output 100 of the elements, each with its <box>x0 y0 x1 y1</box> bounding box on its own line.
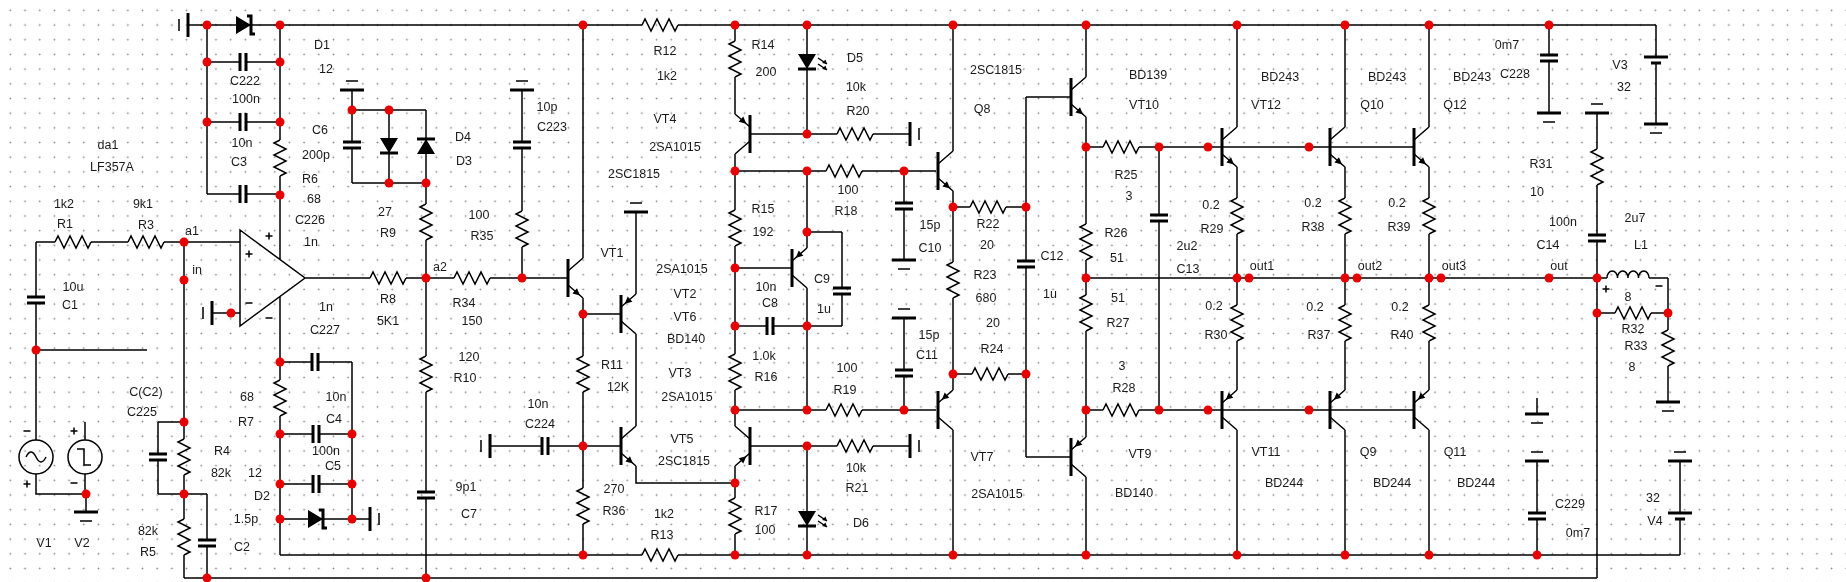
component-label: C12 <box>1040 249 1064 263</box>
component-label: 100 <box>468 208 490 222</box>
component-label: R7 <box>238 415 254 429</box>
component-label: R1 <box>57 217 73 231</box>
component-label: R19 <box>833 383 857 397</box>
component-label: in <box>192 263 202 277</box>
component-label: 2SA1015 <box>661 390 713 404</box>
component-label: VT4 <box>653 112 677 126</box>
component-label: 68 <box>307 192 321 206</box>
component-label: R4 <box>214 444 230 458</box>
component-label: 10n <box>755 280 777 294</box>
component-label: V2 <box>74 536 90 550</box>
component-label: R40 <box>1390 328 1414 342</box>
component-label: out2 <box>1357 259 1383 273</box>
component-label: R6 <box>302 172 318 186</box>
component-label: R29 <box>1200 222 1224 236</box>
component-label: 100 <box>836 361 858 375</box>
component-label: 100n <box>312 444 340 458</box>
component-label: Q11 <box>1443 445 1467 459</box>
component-label: R25 <box>1114 168 1138 182</box>
component-label: 2SC1815 <box>607 167 661 181</box>
component-label: 150 <box>461 314 483 328</box>
component-label: LF357A <box>90 160 134 174</box>
component-label: C2 <box>234 540 250 554</box>
component-label: C10 <box>918 241 942 255</box>
component-label: R34 <box>452 296 476 310</box>
component-label: 10k <box>845 80 867 94</box>
component-label: C228 <box>1500 67 1530 81</box>
component-label: VT6 <box>673 310 697 324</box>
component-label: C9 <box>814 272 830 286</box>
component-label: C14 <box>1536 238 1560 252</box>
component-label: R30 <box>1204 328 1228 342</box>
component-label: R22 <box>976 217 1000 231</box>
component-label: VT1 <box>600 246 624 260</box>
component-label: R15 <box>751 202 775 216</box>
component-label: D1 <box>314 38 330 52</box>
component-label: C3 <box>231 155 247 169</box>
component-label: Q12 <box>1443 98 1467 112</box>
component-label: R11 <box>601 358 623 372</box>
component-label: 68 <box>240 390 254 404</box>
component-label: Q10 <box>1360 98 1384 112</box>
component-label: BD244 <box>1456 476 1496 490</box>
component-label: 100n <box>232 92 260 106</box>
component-label: C6 <box>312 123 328 137</box>
component-label: a1 <box>185 224 199 238</box>
component-label: 100n <box>1549 215 1577 229</box>
component-label: 0.2 <box>1202 198 1220 212</box>
component-label: 192 <box>752 225 774 239</box>
component-label: C4 <box>326 412 342 426</box>
component-label: R32 <box>1621 322 1645 336</box>
component-label: Q8 <box>973 102 991 116</box>
component-label: R38 <box>1301 220 1325 234</box>
component-label: 0m7 <box>1565 526 1591 540</box>
component-label: C222 <box>230 74 260 88</box>
component-label: C225 <box>127 405 157 419</box>
component-label: C224 <box>525 417 555 431</box>
component-label: 1u <box>1043 287 1057 301</box>
component-label: R9 <box>380 226 396 240</box>
component-label: C13 <box>1176 262 1200 276</box>
component-label: R36 <box>602 504 626 518</box>
component-label: BD140 <box>666 332 706 346</box>
component-label: 15p <box>919 218 941 232</box>
component-label: L1 <box>1634 238 1648 252</box>
component-label: 0.2 <box>1391 300 1409 314</box>
component-label: 1k2 <box>656 69 678 83</box>
component-label: 51 <box>1111 291 1125 305</box>
component-label: R5 <box>140 545 156 559</box>
component-label: R21 <box>845 481 869 495</box>
component-label: VT9 <box>1128 447 1152 461</box>
component-label: D6 <box>853 516 869 530</box>
component-label: 5K1 <box>376 314 400 328</box>
component-label: C5 <box>325 459 341 473</box>
component-label: 82k <box>210 466 232 480</box>
component-label: D4 <box>455 130 471 144</box>
component-label: 3 <box>1118 359 1126 373</box>
component-label: V3 <box>1612 58 1628 72</box>
component-label: 0.2 <box>1304 196 1322 210</box>
component-label: R23 <box>973 268 997 282</box>
component-label: R13 <box>650 528 674 542</box>
component-label: 9k1 <box>132 197 154 211</box>
component-label: 100 <box>754 523 776 537</box>
component-label: R35 <box>470 229 494 243</box>
component-label: 12K <box>606 380 630 394</box>
component-label: 10n <box>527 397 549 411</box>
component-label: 2SA1015 <box>971 487 1023 501</box>
component-label: 1u <box>817 302 831 316</box>
component-label: BD243 <box>1452 70 1492 84</box>
component-label: 2SC1815 <box>657 454 711 468</box>
component-label: 1k2 <box>53 197 75 211</box>
component-label: 680 <box>975 291 997 305</box>
component-label: 12 <box>319 62 333 76</box>
component-label: 10u <box>62 280 84 294</box>
component-label: 200p <box>302 148 330 162</box>
component-label: V4 <box>1647 514 1663 528</box>
component-label: out3 <box>1441 259 1467 273</box>
component-label: R26 <box>1104 226 1128 240</box>
component-label: 32 <box>1646 491 1660 505</box>
component-label: BD244 <box>1372 476 1412 490</box>
component-label: R33 <box>1624 339 1648 353</box>
component-label: R28 <box>1112 381 1136 395</box>
